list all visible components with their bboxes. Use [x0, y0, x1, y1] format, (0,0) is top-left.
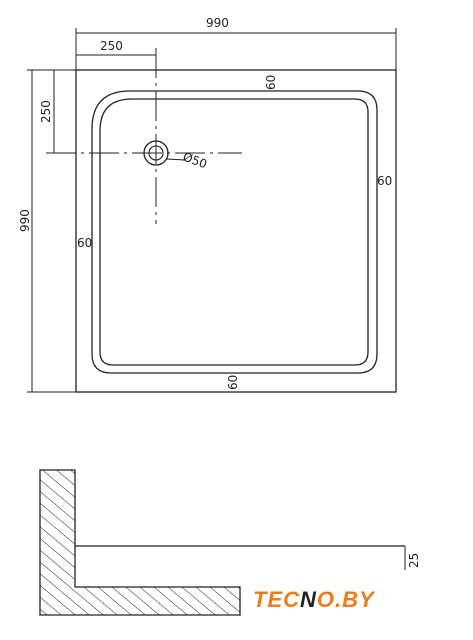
dim-overall-width: 990 — [206, 16, 229, 30]
drain — [46, 48, 242, 224]
tray-inner-rim-outer — [91, 90, 378, 374]
dim-overall-height: 990 — [18, 209, 32, 232]
dim-rim-right: 60 — [377, 174, 392, 188]
drain-leader — [165, 158, 187, 161]
tray-outer-edge — [75, 69, 397, 393]
section-hatched-body — [39, 469, 241, 616]
dim-rim-top: 60 — [264, 75, 278, 90]
logo-part-tec: TEC — [253, 587, 300, 612]
logo-part-n: N — [300, 587, 317, 612]
dim-drain-offset-x: 250 — [100, 39, 123, 53]
logo-part-oby: O.BY — [316, 587, 375, 612]
dim-section-depth: 25 — [407, 553, 421, 568]
dimension-lines — [27, 28, 397, 393]
tray-inner-rim-inner — [99, 98, 369, 366]
dim-drain-offset-y: 250 — [39, 100, 53, 123]
tray-plan-view — [75, 69, 397, 393]
dim-rim-left: 60 — [77, 236, 92, 250]
tecno-by-logo: TECNO.BY — [253, 585, 375, 615]
tray-cross-section — [39, 469, 406, 616]
dim-rim-bottom: 60 — [226, 375, 240, 390]
